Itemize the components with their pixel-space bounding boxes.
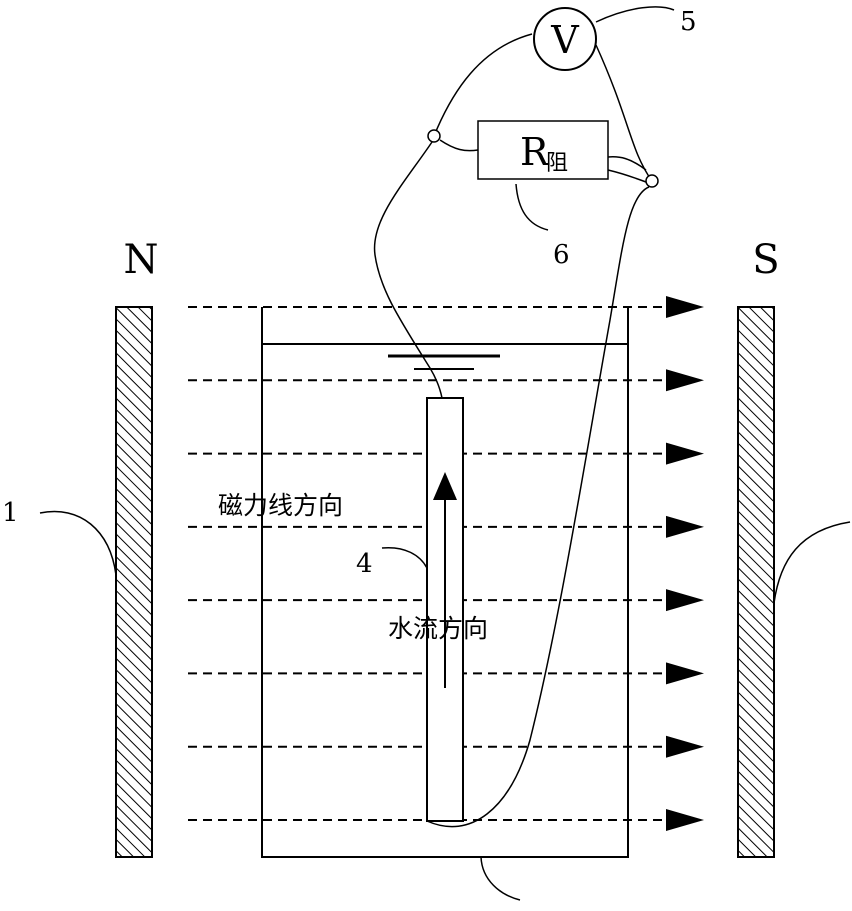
field-line (188, 369, 704, 392)
north-pole-label: N (124, 237, 159, 283)
right-junction-node (645, 174, 659, 188)
field-direction-label: 磁力线方向 (218, 491, 343, 520)
leader-lines (39, 183, 851, 901)
circuit-wires (373, 6, 675, 828)
left-junction-node (427, 129, 441, 143)
resistor-subscript: 阻 (546, 151, 568, 176)
resistor-symbol: R (520, 130, 550, 174)
south-magnet (737, 306, 775, 858)
south-pole-label: S (752, 237, 779, 283)
callout-pipe: 4 (356, 549, 373, 579)
resistor (477, 120, 609, 180)
voltmeter (533, 7, 597, 71)
voltmeter-symbol: V (550, 18, 579, 62)
field-line (188, 296, 704, 318)
callout-voltmeter: 5 (680, 7, 697, 37)
north-magnet (115, 306, 153, 858)
callout-resistor: 6 (553, 240, 570, 270)
water-flow-direction-label: 水流方向 (388, 614, 488, 643)
water-flow-arrow (433, 472, 457, 688)
water-tank (261, 307, 629, 858)
water-level-symbol (388, 354, 500, 370)
callout-magnet: 1 (2, 498, 19, 528)
